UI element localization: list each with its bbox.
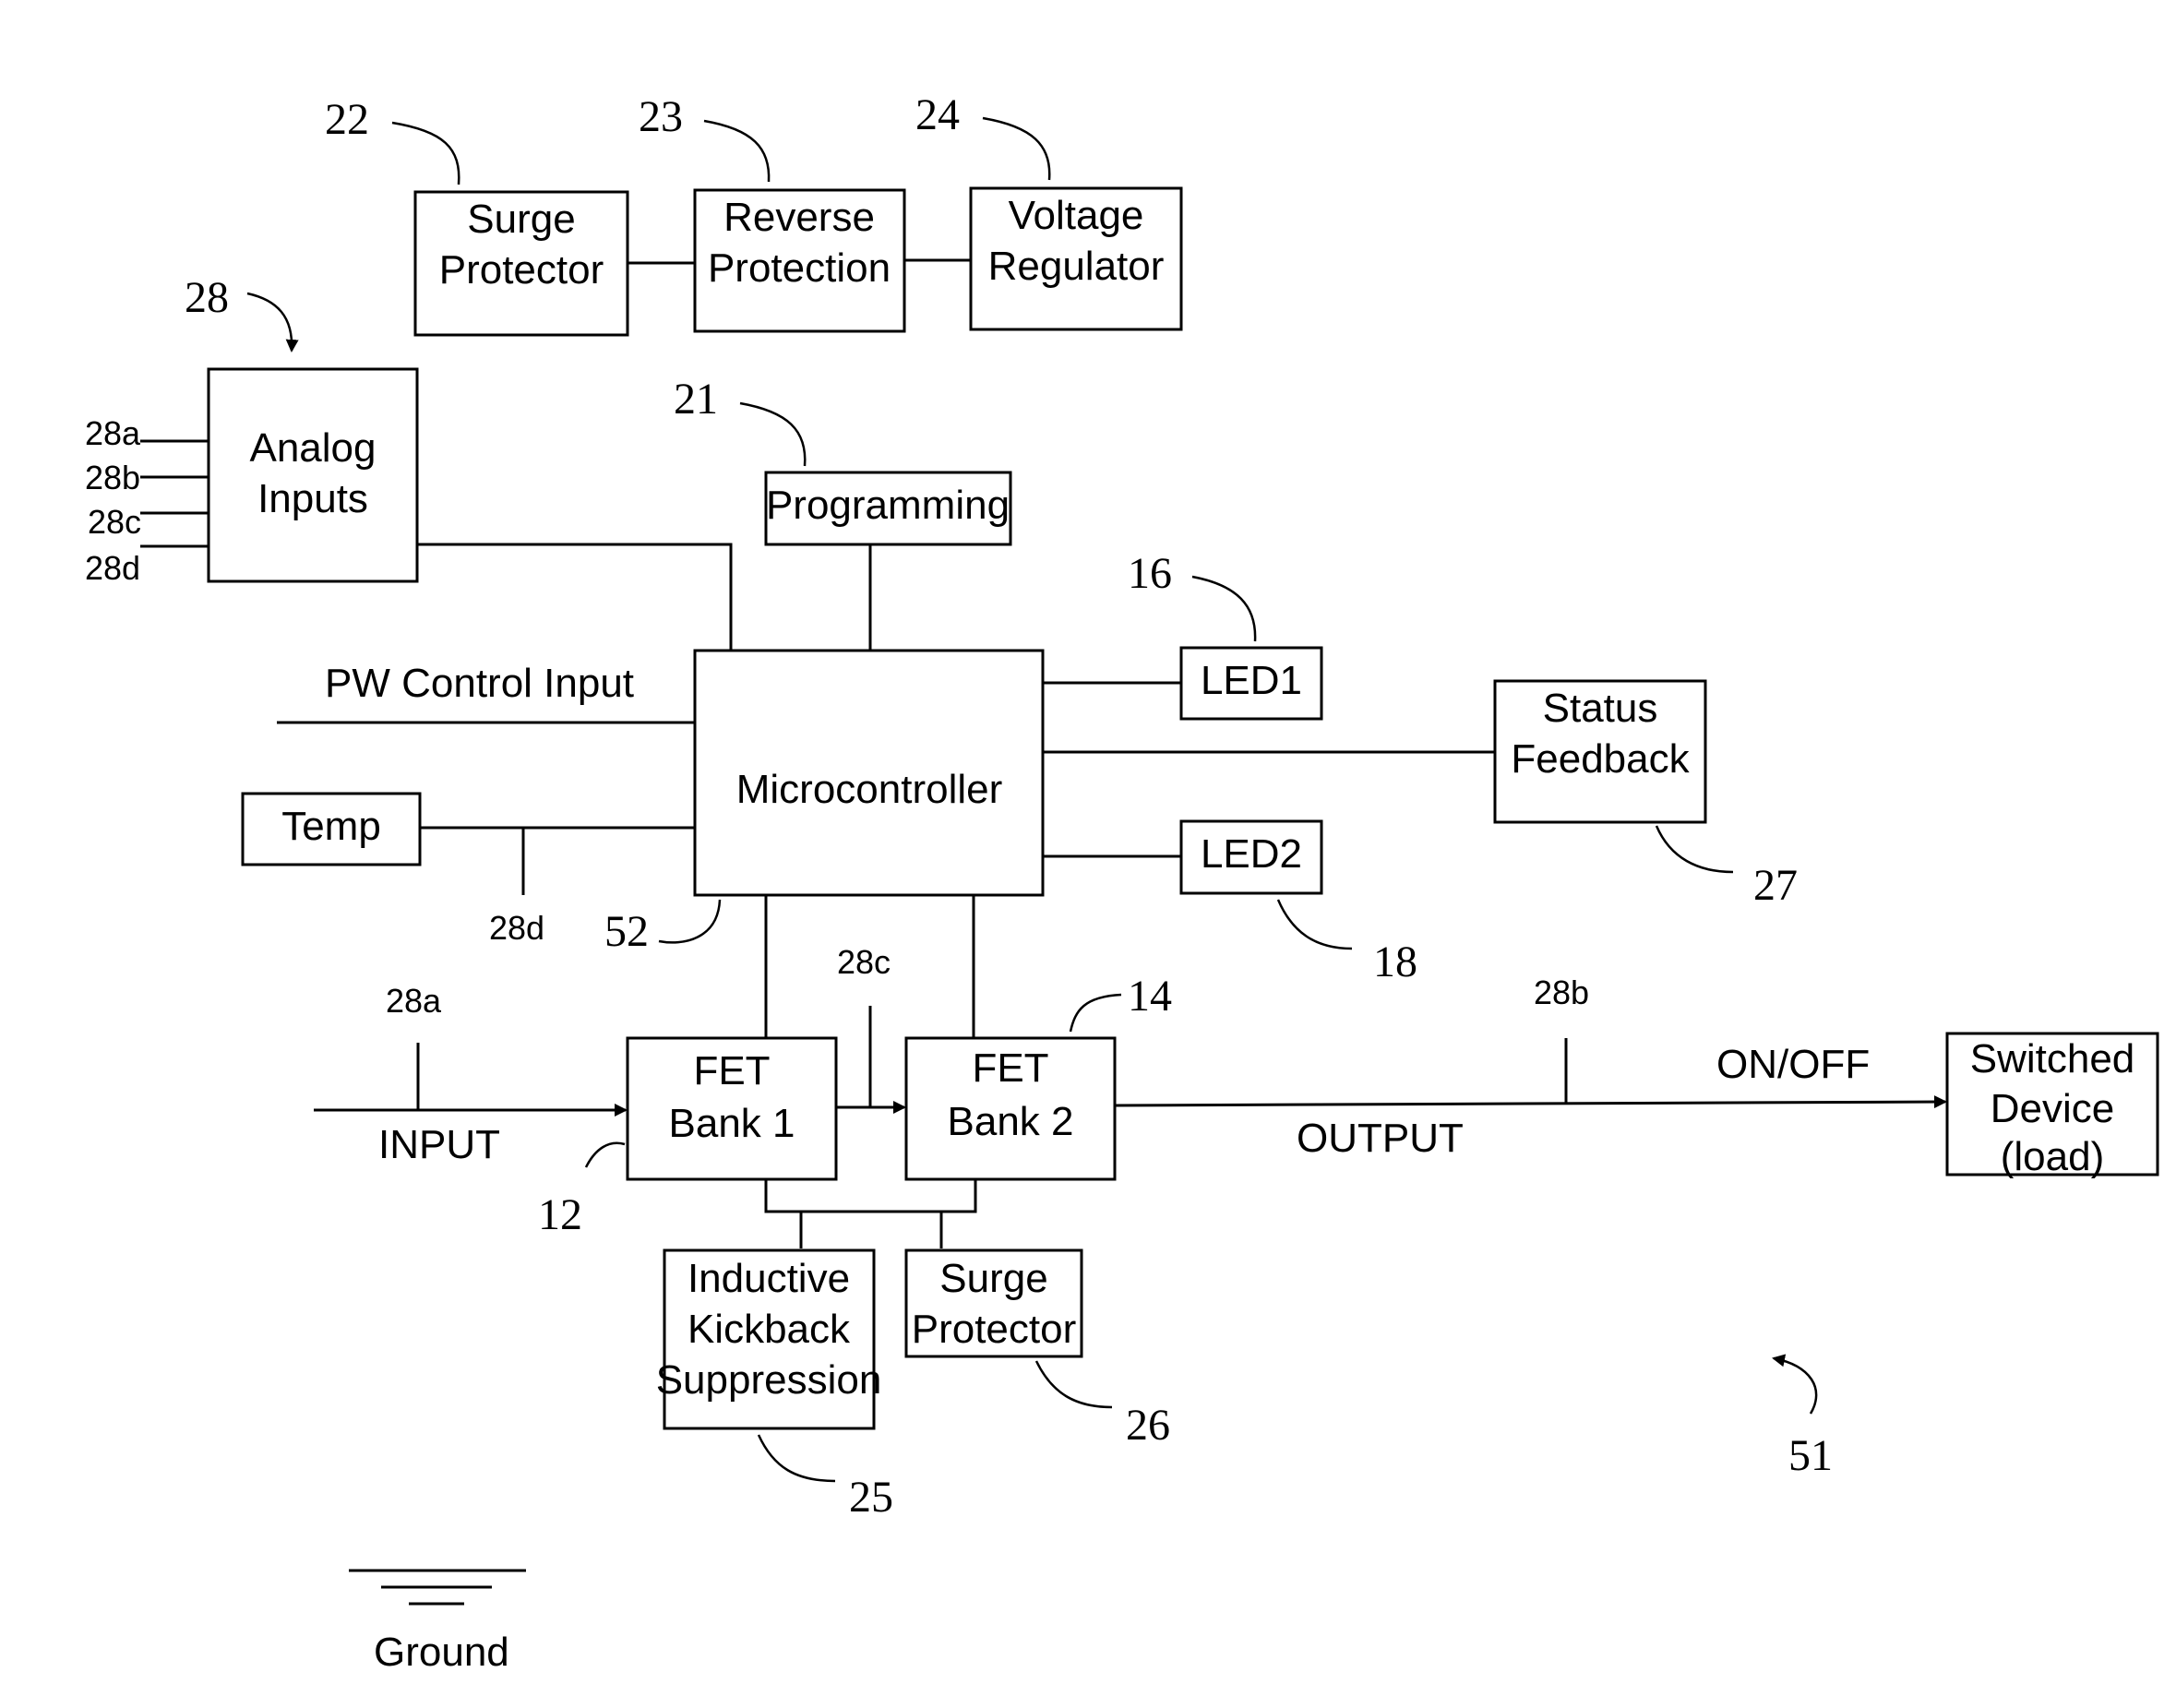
leader-18: [1276, 899, 1353, 950]
block-analog-inputs: Analog Inputs: [207, 367, 419, 583]
line-labels: PW Control Input INPUT OUTPUT ON/OFF Gro…: [325, 661, 1870, 1675]
leader-22: [391, 121, 460, 185]
input-label: INPUT: [378, 1122, 500, 1167]
leader-28: [246, 292, 299, 352]
surge-bottom-line-1: Surge: [939, 1256, 1047, 1301]
block-led1: LED1: [1179, 646, 1323, 721]
leader-23: [703, 119, 771, 183]
signal-28c-left: 28c: [88, 503, 141, 541]
block-led2: LED2: [1179, 819, 1323, 895]
wire-analog-to-micro: [417, 543, 733, 651]
block-surge-protector-top: Surge Protector: [413, 190, 629, 337]
ref-16: 16: [1128, 549, 1172, 598]
status-line-1: Status: [1543, 686, 1658, 731]
programming-label: Programming: [766, 483, 1010, 528]
leader-21: [739, 401, 807, 467]
leader-27: [1655, 825, 1734, 874]
fet1-line-1: FET: [693, 1048, 770, 1093]
wire-fet-bottom-bus: [764, 1179, 977, 1213]
fet2-line-2: Bank 2: [948, 1099, 1074, 1144]
ref-23: 23: [639, 92, 683, 141]
leader-51: [1772, 1354, 1818, 1415]
wire-output: [1114, 1095, 1947, 1109]
block-fet-bank-2: FET Bank 2: [904, 1036, 1117, 1181]
block-reverse-protection: Reverse Protection: [693, 188, 906, 333]
block-microcontroller: Microcontroller: [693, 649, 1045, 897]
ref-18: 18: [1373, 938, 1417, 986]
analog-line-1: Analog: [249, 425, 376, 471]
block-voltage-regulator: Voltage Regulator: [969, 186, 1183, 331]
signal-28b-left: 28b: [85, 459, 140, 496]
ref-28: 28: [185, 273, 229, 322]
regulator-line-2: Regulator: [988, 244, 1165, 289]
leader-16: [1191, 575, 1257, 642]
ref-25: 25: [849, 1473, 893, 1522]
ref-22: 22: [325, 95, 369, 144]
signal-labels: 28a 28b 28c 28d 28d 28a 28c 28b: [85, 414, 1589, 1020]
on-off-label: ON/OFF: [1716, 1042, 1870, 1087]
leader-12: [584, 1141, 626, 1168]
surge-top-line-2: Protector: [439, 247, 604, 293]
signal-28a-left: 28a: [85, 414, 141, 452]
signal-28b-output: 28b: [1534, 973, 1589, 1011]
microcontroller-label: Microcontroller: [736, 767, 1003, 812]
output-label: OUTPUT: [1297, 1116, 1464, 1161]
temp-label: Temp: [281, 804, 381, 849]
status-line-2: Feedback: [1511, 736, 1690, 782]
block-fet-bank-1: FET Bank 1: [626, 1036, 838, 1181]
pw-control-input-label: PW Control Input: [325, 661, 634, 706]
block-switched-device: Switched Device (load): [1945, 1032, 2159, 1179]
leader-25: [757, 1434, 836, 1483]
leader-52: [658, 899, 722, 944]
kickback-line-2: Kickback: [687, 1307, 851, 1352]
switched-line-1: Switched: [1970, 1036, 2135, 1081]
signal-28d-left: 28d: [85, 549, 140, 587]
block-inductive-kickback: Inductive Kickback Suppression: [656, 1248, 882, 1430]
switched-line-2: Device: [1991, 1086, 2115, 1131]
ref-52: 52: [604, 907, 649, 956]
surge-bottom-line-2: Protector: [912, 1307, 1077, 1352]
signal-28a-input: 28a: [386, 982, 442, 1020]
switched-line-3: (load): [2001, 1134, 2105, 1179]
leader-14: [1069, 993, 1122, 1033]
ref-14: 14: [1128, 972, 1172, 1021]
fet1-line-2: Bank 1: [669, 1101, 795, 1146]
analog-line-2: Inputs: [257, 476, 368, 521]
regulator-line-1: Voltage: [1009, 193, 1144, 238]
surge-top-line-1: Surge: [467, 197, 575, 242]
reverse-line-2: Protection: [708, 245, 891, 291]
ref-12: 12: [538, 1190, 582, 1239]
led2-label: LED2: [1201, 831, 1302, 877]
wires: [140, 258, 1947, 1606]
leader-lines: [246, 116, 1818, 1483]
ref-26: 26: [1126, 1401, 1170, 1450]
signal-28c-fet: 28c: [837, 943, 891, 981]
ref-51: 51: [1788, 1431, 1833, 1480]
block-surge-protector-bottom: Surge Protector: [904, 1248, 1083, 1358]
ref-21: 21: [674, 375, 718, 424]
ground-label: Ground: [374, 1630, 509, 1675]
reference-numerals: 22 23 24 28 21 16 27 18 52 14 12 26 25 5…: [185, 90, 1833, 1522]
leader-26: [1034, 1360, 1113, 1409]
ref-24: 24: [915, 90, 960, 139]
block-temp: Temp: [241, 792, 422, 866]
kickback-line-1: Inductive: [687, 1256, 850, 1301]
fet2-line-1: FET: [972, 1045, 1048, 1091]
ref-27: 27: [1753, 861, 1798, 910]
block-programming: Programming: [764, 471, 1012, 546]
led1-label: LED1: [1201, 658, 1302, 703]
leader-24: [982, 116, 1051, 181]
signal-28d-temp: 28d: [489, 909, 544, 947]
block-status-feedback: Status Feedback: [1493, 679, 1707, 824]
reverse-line-1: Reverse: [723, 195, 875, 240]
kickback-line-3: Suppression: [656, 1357, 882, 1403]
